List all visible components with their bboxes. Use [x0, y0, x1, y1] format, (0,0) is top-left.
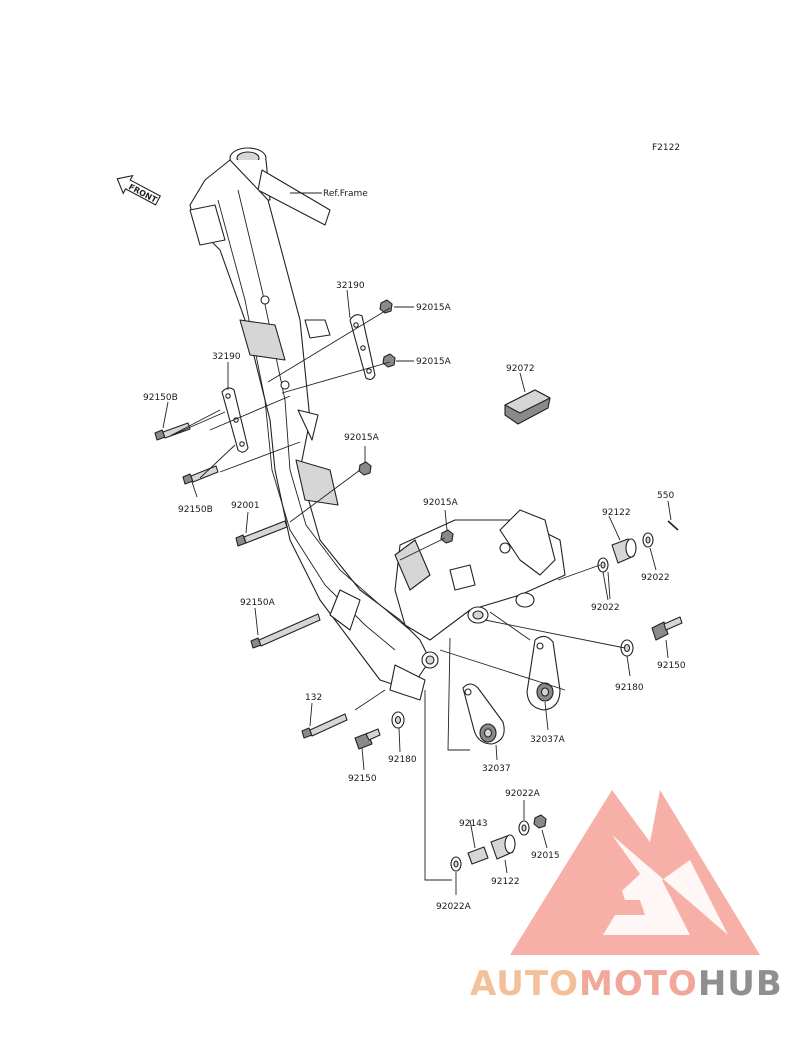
- ref-frame-label: Ref.Frame: [323, 189, 368, 199]
- labels: F2122 Ref.Frame 32190 92015A 92015A 3219…: [143, 143, 686, 912]
- bolt-92001: [235, 520, 288, 547]
- collar-92122-right: [611, 538, 637, 564]
- callout-92150-right: 92150: [657, 661, 686, 671]
- callout-92015A-1: 92015A: [416, 303, 452, 313]
- bolt-92150-right: [651, 616, 683, 641]
- nut-92015A-2: [382, 353, 396, 368]
- callout-92150-left: 92150: [348, 774, 377, 784]
- washer-92022-r2: [642, 532, 654, 548]
- svg-text:AUTOMOTOHUB: AUTOMOTOHUB: [470, 964, 783, 1004]
- callout-32190-left: 32190: [212, 352, 241, 362]
- nut-92015A-1: [379, 299, 393, 314]
- callout-92022-r2: 92022: [641, 573, 670, 583]
- bolt-92150A: [250, 613, 321, 649]
- watermark-text: AUTOMOTOHUB: [470, 964, 783, 1004]
- front-label: FRONT: [127, 182, 159, 205]
- callout-92122-right: 92122: [602, 508, 631, 518]
- watermark-auto: AUTO: [470, 964, 579, 1004]
- front-direction-arrow: FRONT: [116, 174, 162, 206]
- washer-92022A-top: [518, 820, 530, 836]
- watermark-hub: HUB: [698, 964, 783, 1004]
- callout-92001: 92001: [231, 501, 260, 511]
- washer-92022A-bottom: [450, 856, 462, 872]
- callout-92122-bottom: 92122: [491, 877, 520, 887]
- callout-92180-left: 92180: [388, 755, 417, 765]
- washer-92180-left: [391, 711, 405, 729]
- callout-92022-r1: 92022: [591, 603, 620, 613]
- washer-92022-r1: [597, 557, 609, 573]
- nut-92015A-4: [440, 529, 454, 544]
- collar-92122-bottom: [490, 834, 516, 860]
- nut-92015A-3: [358, 461, 372, 476]
- leader-lines: [162, 192, 672, 895]
- callout-92015A-4: 92015A: [423, 498, 459, 508]
- nut-92015: [533, 814, 547, 829]
- callout-92015A-2: 92015A: [416, 357, 452, 367]
- callout-92015: 92015: [531, 851, 560, 861]
- callout-32190-top: 32190: [336, 281, 365, 291]
- callout-550: 550: [657, 491, 674, 501]
- callout-92022A-top: 92022A: [505, 789, 541, 799]
- bracket-32037A: [526, 635, 561, 711]
- plate-32190-left: [221, 387, 249, 453]
- diagram-code: F2122: [652, 143, 680, 153]
- callout-132: 132: [305, 693, 322, 703]
- watermark-logo: [510, 790, 760, 955]
- callout-92150B-top: 92150B: [143, 393, 178, 403]
- bolt-92150-left: [354, 728, 381, 750]
- callout-92022A-bottom: 92022A: [436, 902, 472, 912]
- callout-92150B-bottom: 92150B: [178, 505, 213, 515]
- callout-92072: 92072: [506, 364, 535, 374]
- callout-32037A: 32037A: [530, 735, 566, 745]
- callout-92150A: 92150A: [240, 598, 276, 608]
- plate-32190-top: [349, 314, 376, 380]
- callout-92015A-3: 92015A: [344, 433, 380, 443]
- callout-92143: 92143: [459, 819, 488, 829]
- watermark-moto: MOTO: [579, 964, 698, 1004]
- callout-32037: 32037: [482, 764, 511, 774]
- bolt-92150B-top: [154, 422, 191, 441]
- bolt-92150B-bottom: [182, 465, 219, 485]
- cap-92072: [504, 389, 551, 425]
- sleeve-92143: [467, 846, 489, 865]
- bolt-132: [301, 713, 348, 739]
- pin-550: [667, 520, 679, 531]
- frame-body: [189, 147, 566, 701]
- callout-92180-right: 92180: [615, 683, 644, 693]
- bracket-32037: [462, 683, 505, 745]
